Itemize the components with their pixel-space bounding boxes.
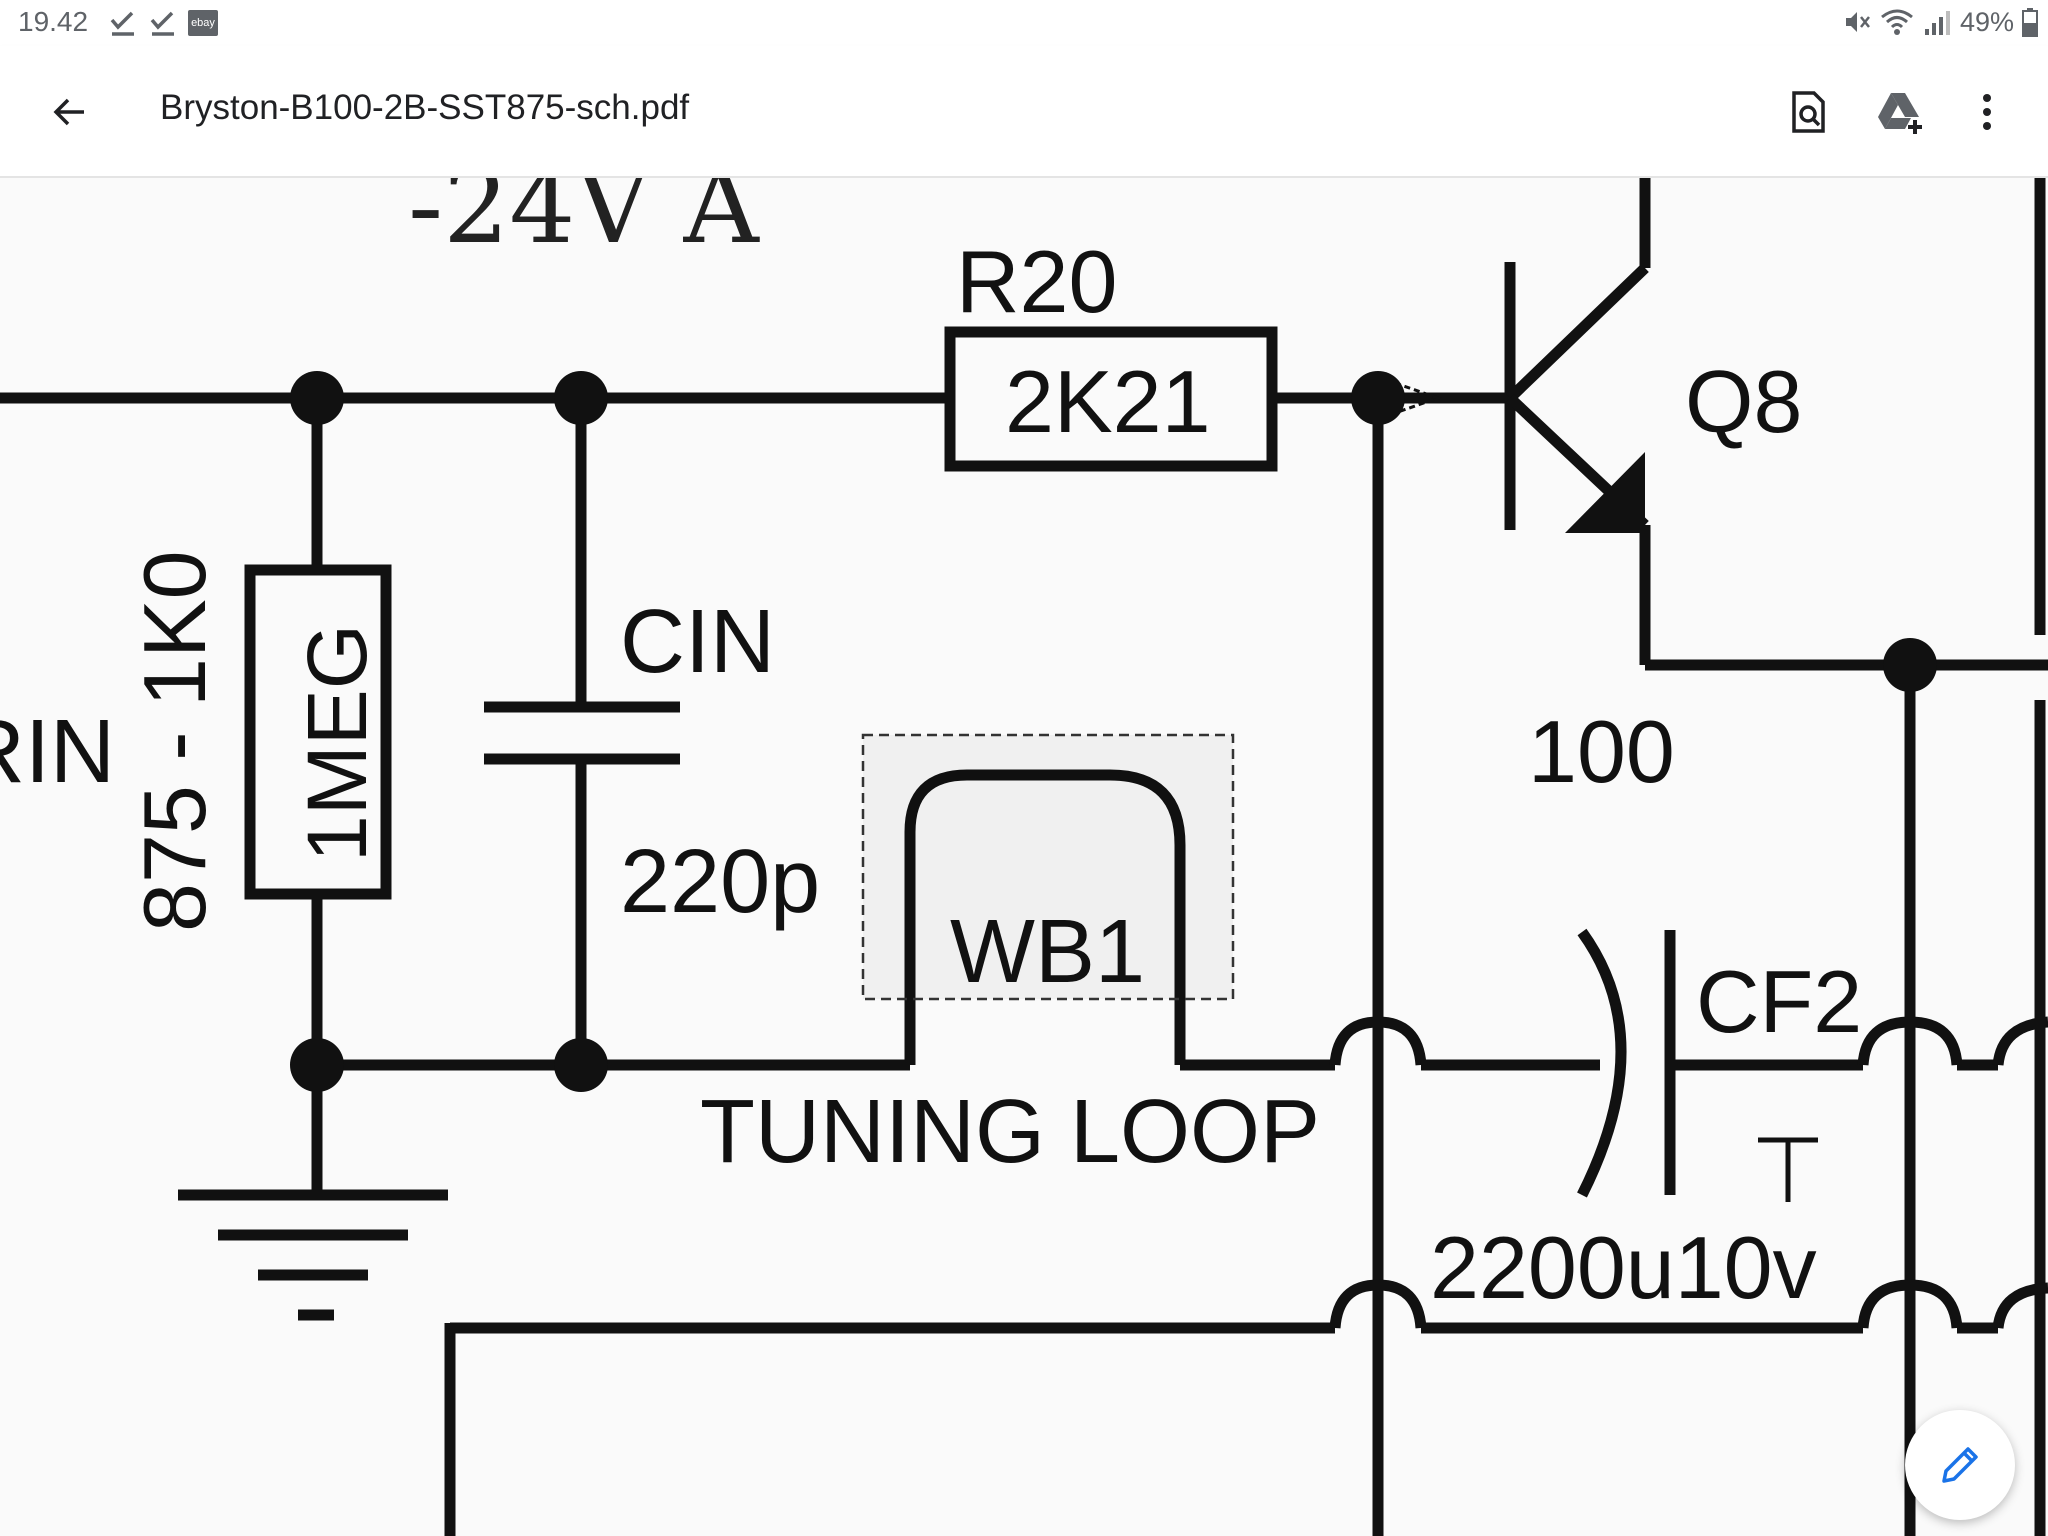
document-title: Bryston-B100-2B-SST875-sch.pdf [160,88,690,127]
notification-icons: ebay [108,8,218,38]
wifi-icon [1881,9,1913,35]
add-to-drive-button[interactable] [1870,80,1934,144]
battery-icon [2022,8,2038,37]
back-button[interactable] [40,82,100,142]
more-vert-icon [1983,94,1991,130]
resistor-100-label: 100 [1528,702,1675,801]
r20-value: 2K21 [1005,352,1211,451]
supply-label: -24V A [408,178,761,267]
back-arrow-icon [53,98,84,126]
system-icons: 49% [1842,6,2038,38]
wb1-ref: WB1 [950,902,1145,1002]
cin-value: 220p [620,832,820,932]
signal-icon [1924,11,1950,35]
check-icon [110,11,134,36]
ebay-icon: ebay [188,10,218,36]
edit-fab[interactable] [1905,1410,2015,1520]
ebay-icon-label: ebay [191,17,215,29]
cf2-value: 2200u10v [1430,1218,1817,1317]
cin-ref: CIN [620,592,775,692]
find-in-page-button[interactable] [1776,80,1840,144]
find-in-page-icon [1792,91,1825,133]
check-icon [150,11,174,36]
add-to-drive-icon [1878,93,1922,134]
status-time: 19.42 [18,6,89,37]
rin-value: 1MEG [290,624,384,862]
status-bar: 19.42 ebay 49% [0,0,2048,46]
q8-ref: Q8 [1685,352,1802,451]
r20-ref: R20 [956,232,1117,331]
mute-icon [1845,12,1870,32]
schematic-page: -24V A R20 2K21 Q8 RIN 875 - 1K0 1MEG CI… [0,178,2048,1536]
pdf-viewer[interactable]: -24V A R20 2K21 Q8 RIN 875 - 1K0 1MEG CI… [0,178,2048,1536]
edit-pencil-icon [1942,1447,1978,1483]
rin-fragment: RIN [0,702,115,802]
battery-percent: 49% [1959,6,2014,37]
app-bar: Bryston-B100-2B-SST875-sch.pdf [0,46,2048,178]
rin-rotated-label: 875 - 1K0 [125,550,224,932]
cf2-ref: CF2 [1696,952,1862,1051]
tuning-loop-label: TUNING LOOP [700,1082,1320,1182]
more-options-button[interactable] [1955,80,2019,144]
